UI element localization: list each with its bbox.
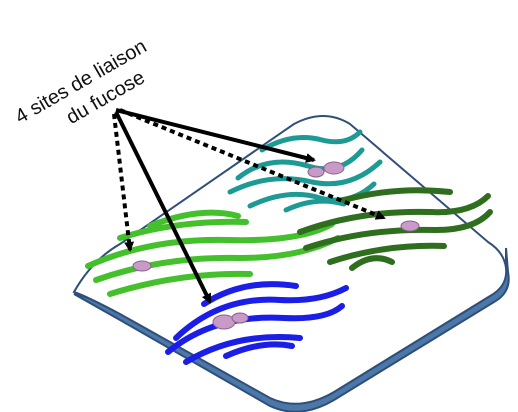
arrows: [112, 108, 386, 304]
fucose-site-blue-2: [231, 312, 249, 324]
arrow-solid-blue: [114, 111, 212, 304]
arrow-solid-teal: [115, 108, 316, 163]
fucose-site-green-right: [400, 220, 420, 232]
fucose-site-teal: [323, 161, 345, 175]
fucose-sites: [132, 161, 420, 330]
arrow-dotted-green-left: [112, 113, 135, 252]
blue-domain: [165, 281, 349, 365]
arrow-dotted-green-right: [119, 108, 386, 220]
annotation: 4 sites de liaison du fucose: [12, 35, 151, 129]
protein-structure: [85, 129, 493, 365]
dark-green-domain: [297, 187, 493, 271]
fucose-site-green-left: [132, 260, 152, 272]
fucose-site-teal-2: [307, 166, 325, 178]
